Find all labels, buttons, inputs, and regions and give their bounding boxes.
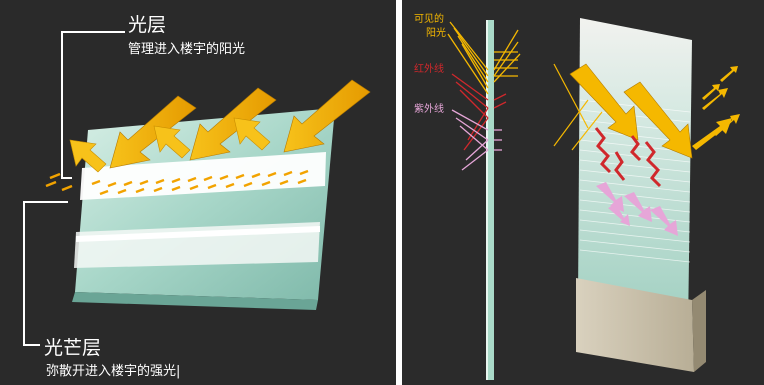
glare-layer-bracket bbox=[23, 201, 68, 346]
visible-light-label-line2: 阳光 bbox=[426, 28, 446, 39]
light-layer-description: 管理进入楼宇的阳光 bbox=[128, 42, 246, 57]
transmitted-light-arrows bbox=[692, 66, 740, 150]
glass-cross-section-highlight bbox=[486, 20, 488, 380]
glare-layer-highlight bbox=[76, 226, 320, 242]
reflected-light-arrows bbox=[69, 117, 271, 173]
light-layer-film bbox=[80, 152, 326, 200]
glass-panel-base-side bbox=[692, 290, 706, 372]
infrared-zigzag-arrows bbox=[594, 127, 662, 188]
glass-layer-illustration bbox=[23, 31, 371, 346]
incoming-visible-light-arrows bbox=[569, 63, 693, 159]
glare-layer-description: 弥散开进入楼宇的强光| bbox=[46, 364, 181, 379]
glass-panel-base bbox=[576, 278, 694, 372]
visible-light-scatter-rays bbox=[553, 63, 603, 151]
infrared-label: 红外线 bbox=[414, 64, 444, 75]
spectrum-diagram-panel: 可见的 阳光 红外线 紫外线 bbox=[402, 0, 764, 385]
scattered-light-dashes bbox=[45, 169, 309, 196]
light-layer-title: 光层 bbox=[128, 14, 167, 36]
visible-light-rays bbox=[447, 21, 521, 95]
spectrum-illustration bbox=[447, 18, 740, 380]
light-layer-bracket bbox=[61, 31, 125, 179]
ultraviolet-label: 紫外线 bbox=[414, 104, 444, 115]
ultraviolet-rays bbox=[451, 109, 502, 171]
light-layer-diagram-panel: 光层 管理进入楼宇的阳光 光芒层 弥散开进入楼宇的强光| bbox=[0, 0, 396, 385]
glass-cross-section bbox=[486, 20, 494, 380]
glare-layer-title: 光芒层 bbox=[44, 337, 102, 359]
ultraviolet-arrows bbox=[596, 182, 678, 236]
incoming-sunlight-arrows bbox=[109, 79, 371, 169]
glass-pane-edge bbox=[72, 292, 318, 310]
infrared-rays bbox=[451, 73, 507, 151]
visible-light-label-line1: 可见的 bbox=[414, 14, 444, 25]
